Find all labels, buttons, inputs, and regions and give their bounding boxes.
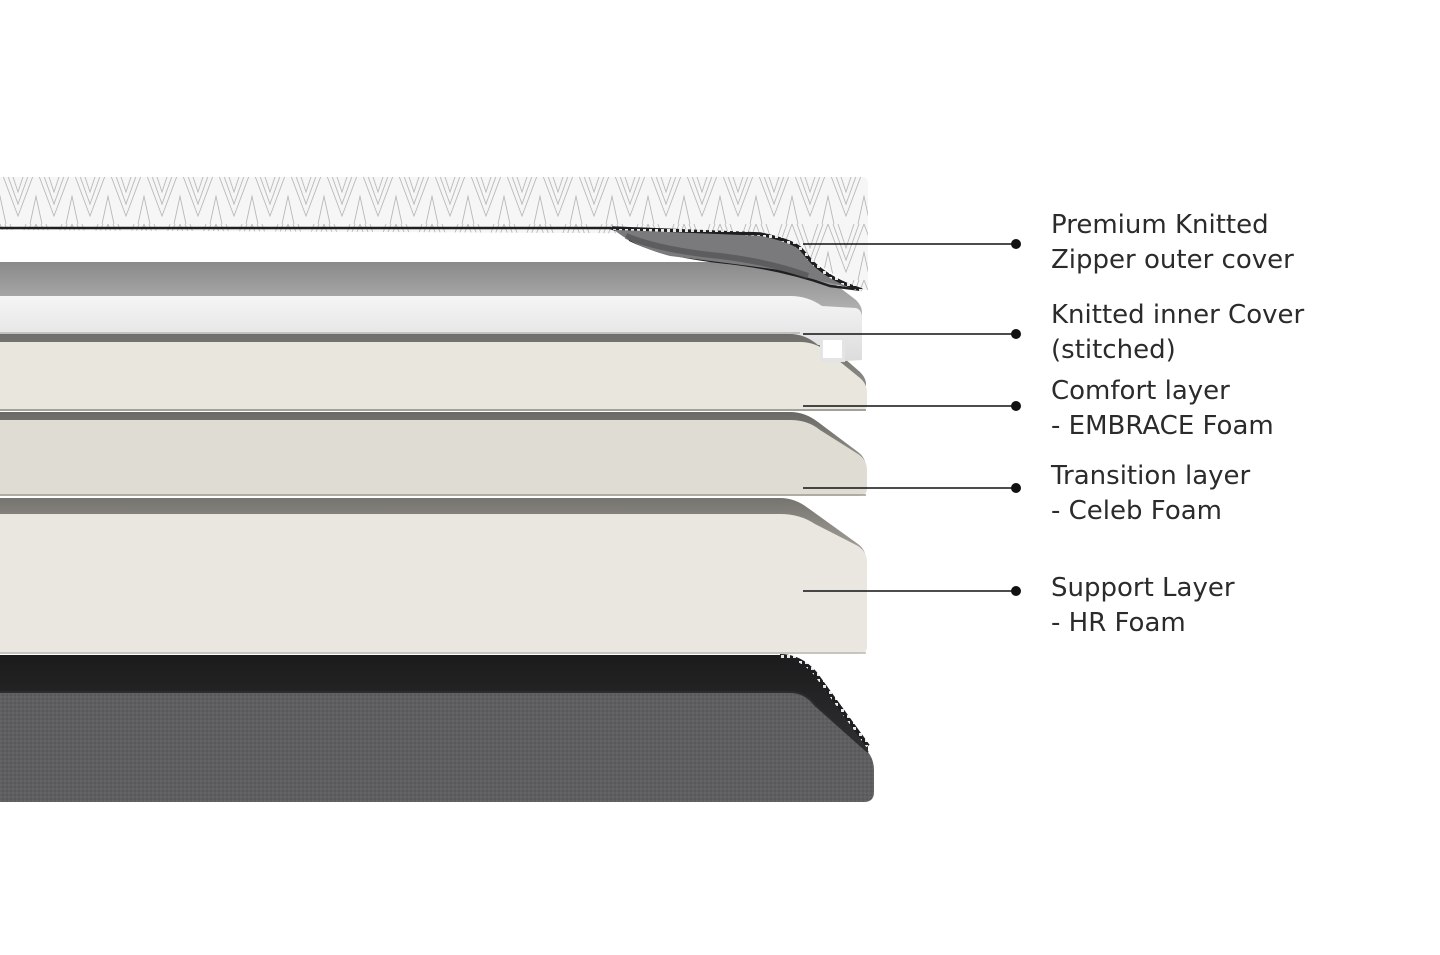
label-outer-cover-line2: Zipper outer cover <box>1051 245 1294 275</box>
base-cover-layer <box>0 654 874 802</box>
callout-lines <box>803 239 1021 596</box>
label-outer-cover-line1: Premium Knitted <box>1051 210 1269 240</box>
support-layer-block <box>0 498 867 654</box>
label-support-layer-line2: - HR Foam <box>1051 608 1186 638</box>
label-transition-layer: Transition layer - Celeb Foam <box>1051 459 1250 529</box>
label-support-layer-line1: Support Layer <box>1051 573 1235 603</box>
callout-inner-cover-dot <box>1011 329 1021 339</box>
label-comfort-layer: Comfort layer - EMBRACE Foam <box>1051 374 1274 444</box>
outer-cover-block <box>0 177 868 292</box>
comfort-layer-block <box>0 334 867 411</box>
transition-layer-block <box>0 412 867 496</box>
label-transition-layer-line1: Transition layer <box>1051 461 1251 491</box>
label-comfort-layer-line2: - EMBRACE Foam <box>1051 411 1274 441</box>
callout-transition-layer-dot <box>1011 483 1021 493</box>
callout-support-layer-dot <box>1011 586 1021 596</box>
inner-cover-block <box>0 262 862 362</box>
label-inner-cover-line2: (stitched) <box>1051 335 1176 365</box>
label-support-layer: Support Layer - HR Foam <box>1051 571 1235 641</box>
label-inner-cover: Knitted inner Cover (stitched) <box>1051 298 1304 368</box>
callout-comfort-layer-dot <box>1011 401 1021 411</box>
label-comfort-layer-line1: Comfort layer <box>1051 376 1230 406</box>
label-inner-cover-line1: Knitted inner Cover <box>1051 300 1305 330</box>
label-outer-cover: Premium Knitted Zipper outer cover <box>1051 208 1294 278</box>
label-transition-layer-line2: - Celeb Foam <box>1051 496 1222 526</box>
callout-outer-cover-dot <box>1011 239 1021 249</box>
